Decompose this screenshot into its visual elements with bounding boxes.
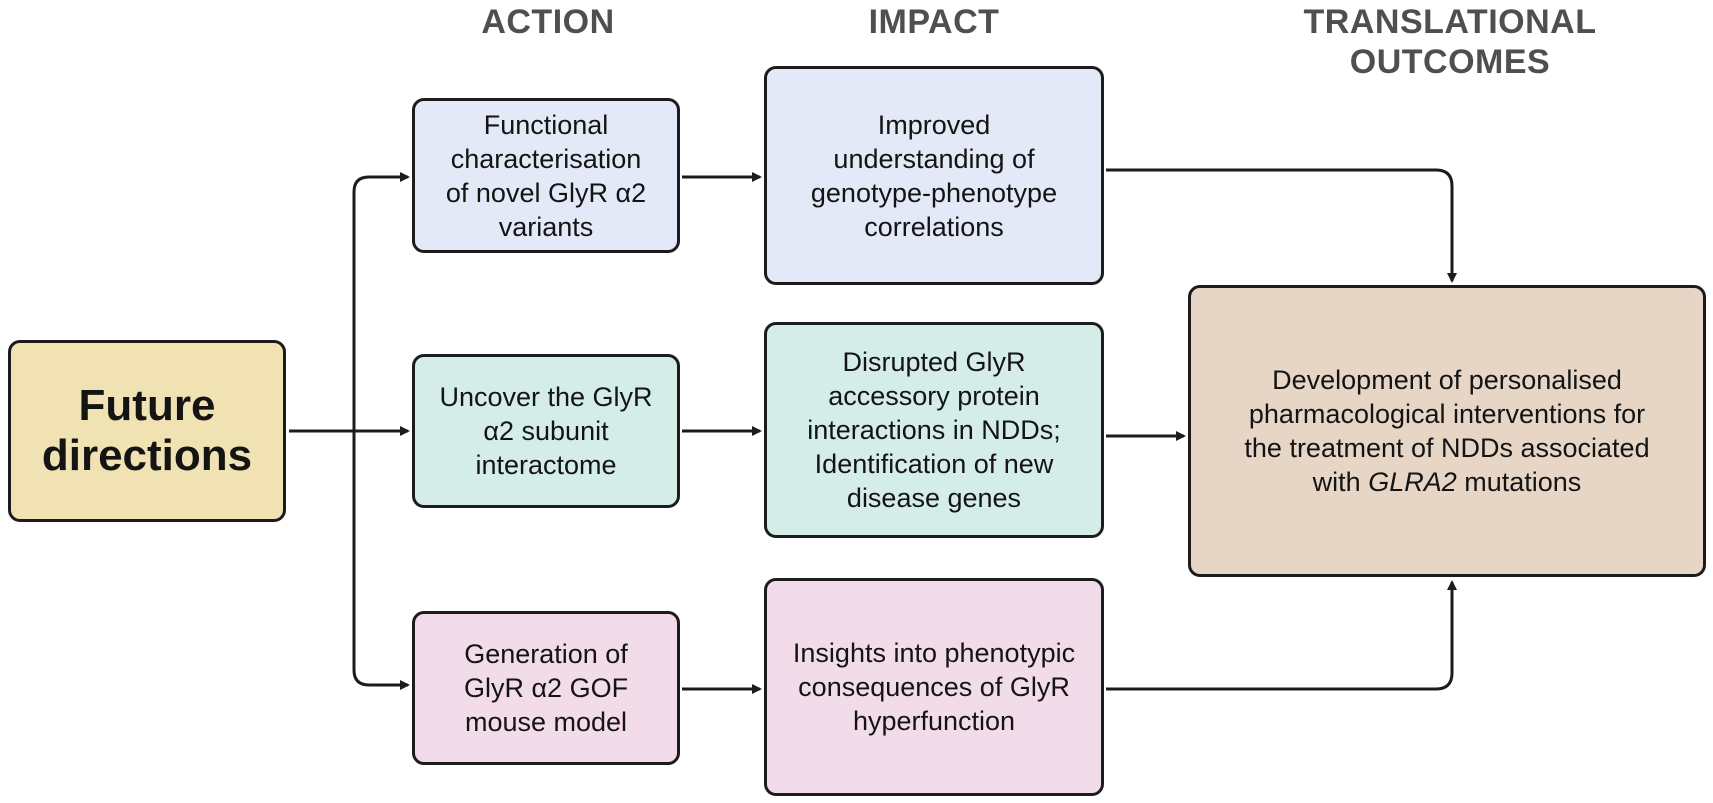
action-box-1: Functional characterisation of novel Gly… [412, 98, 680, 253]
arrow-branch-to-action-1 [352, 172, 410, 431]
arrow-impact-3-to-outcome [1106, 580, 1457, 691]
impact-box-3: Insights into phenotypic consequences of… [764, 578, 1104, 796]
impact-box-2: Disrupted GlyR accessory protein interac… [764, 322, 1104, 538]
action-box-2: Uncover the GlyR α2 subunit interactome [412, 354, 680, 508]
future-directions-label: Future directions [41, 381, 253, 480]
translational-outcome-box: Development of personalised pharmacologi… [1188, 285, 1706, 577]
outcome-gene-name: GLRA2 [1368, 467, 1457, 497]
action-box-3: Generation of GlyR α2 GOF mouse model [412, 611, 680, 765]
action-label-3: Generation of GlyR α2 GOF mouse model [463, 639, 629, 737]
header-translational-outcomes: TRANSLATIONAL OUTCOMES [1303, 3, 1597, 81]
action-label-1: Functional characterisation of novel Gly… [445, 109, 647, 242]
impact-box-1: Improved understanding of genotype-pheno… [764, 66, 1104, 285]
action-label-2: Uncover the GlyR α2 subunit interactome [439, 382, 653, 480]
outcome-text-after: mutations [1456, 467, 1582, 497]
outcome-text-before: Development of personalised pharmacologi… [1244, 365, 1650, 497]
outcome-text: Development of personalised pharmacologi… [1244, 363, 1649, 499]
header-impact: IMPACT [868, 3, 1000, 41]
header-action: ACTION [481, 3, 615, 41]
impact-label-2: Disrupted GlyR accessory protein interac… [807, 347, 1061, 513]
impact-label-3: Insights into phenotypic consequences of… [792, 638, 1076, 736]
arrow-impact-1-to-outcome [1106, 168, 1457, 283]
impact-label-1: Improved understanding of genotype-pheno… [810, 109, 1058, 242]
future-directions-box: Future directions [8, 340, 286, 522]
arrow-branch-to-action-3 [352, 431, 410, 690]
